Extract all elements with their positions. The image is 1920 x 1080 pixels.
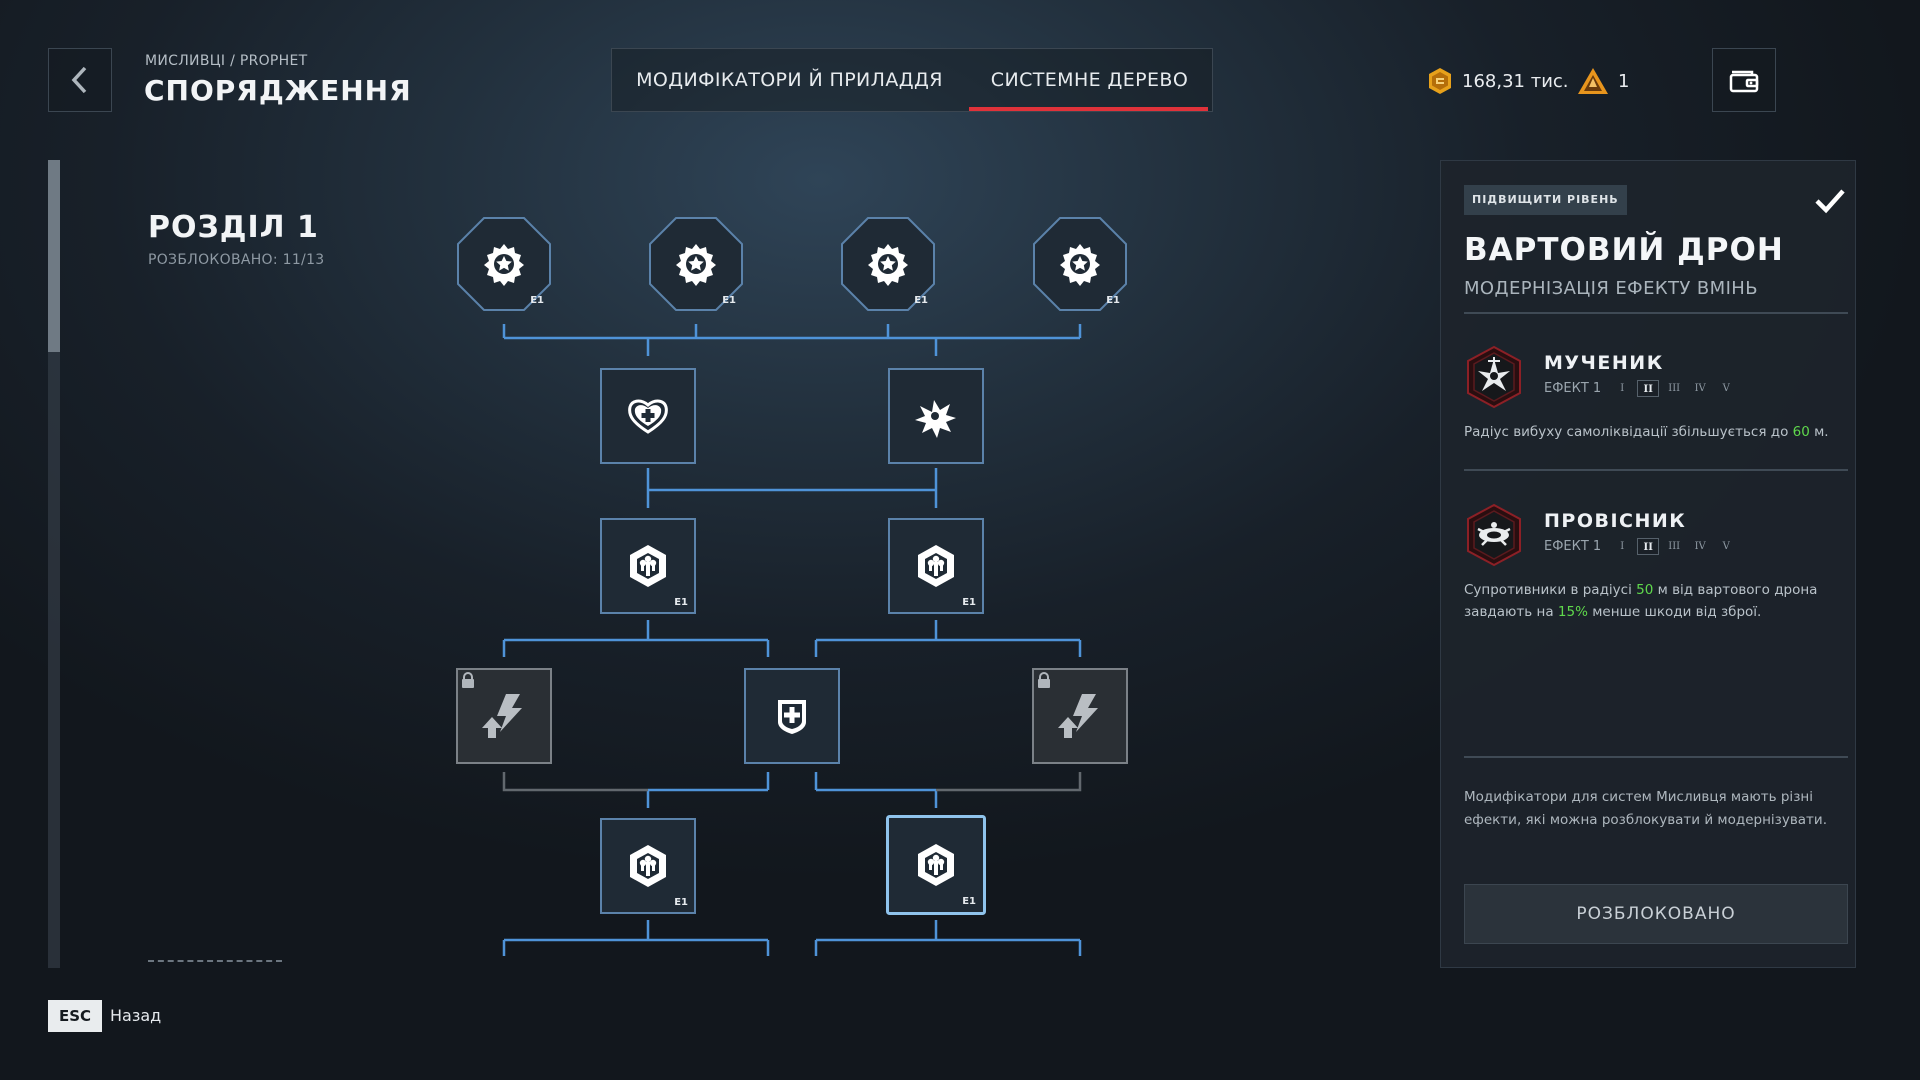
tree-node-r1-1[interactable]: E1	[456, 216, 552, 312]
gear-wrench-icon	[624, 842, 672, 890]
lock-icon	[1037, 672, 1051, 688]
level-2-active: II	[1637, 538, 1660, 555]
unlocked-button[interactable]: РОЗБЛОКОВАНО	[1464, 884, 1848, 944]
tab-bar: МОДИФІКАТОРИ Й ПРИЛАДДЯ СИСТЕМНЕ ДЕРЕВО	[611, 48, 1213, 112]
hunter-token-icon	[1578, 68, 1608, 94]
effect-name: ПРОВІСНИК	[1544, 510, 1687, 532]
desc-text: менше шкоди від зброї.	[1587, 604, 1762, 620]
tier-label: E1	[962, 597, 976, 608]
lightning-upgrade-icon	[1056, 692, 1104, 740]
level-1: I	[1620, 541, 1625, 552]
level-4: IV	[1694, 383, 1706, 394]
breadcrumb: МИСЛИВЦІ / PROPHET	[145, 53, 308, 69]
lightning-upgrade-icon	[480, 692, 528, 740]
desc-value: 15%	[1557, 604, 1588, 620]
back-label[interactable]: Назад	[110, 1006, 162, 1025]
tree-node-r1-4[interactable]: E1	[1032, 216, 1128, 312]
gear-star-icon	[1056, 240, 1104, 288]
section-progress: РОЗБЛОКОВАНО: 11/13	[148, 252, 325, 268]
desc-text: м від вартового дрона завдають на	[1464, 582, 1818, 620]
divider	[1464, 312, 1848, 314]
desc-text: Супротивники в радіусі	[1464, 582, 1637, 598]
credits-amount: 168,31 тис.	[1462, 70, 1569, 92]
tier-label: E1	[962, 896, 976, 907]
item-title: ВАРТОВИЙ ДРОН	[1464, 232, 1784, 268]
tree-node-r5-1[interactable]: E1	[600, 818, 696, 914]
tree-node-r2-1[interactable]	[600, 368, 696, 464]
level-5: V	[1722, 541, 1730, 552]
wallet-button[interactable]	[1712, 48, 1776, 112]
desc-value: 60	[1792, 424, 1810, 440]
section-title: РОЗДІЛ 1	[148, 210, 319, 245]
divider	[1464, 469, 1848, 471]
explosion-icon	[912, 392, 960, 440]
tree-node-r5-2-selected[interactable]: E1	[886, 815, 986, 915]
tree-node-r2-2[interactable]	[888, 368, 984, 464]
gear-wrench-icon	[624, 542, 672, 590]
effect-description: Радіус вибуху самоліквідації збільшуєтьс…	[1464, 421, 1859, 443]
gear-star-icon	[672, 240, 720, 288]
tier-label: E1	[722, 295, 736, 306]
tree-node-r1-2[interactable]: E1	[648, 216, 744, 312]
credits-display: 168,31 тис.	[1426, 64, 1569, 98]
level-1: I	[1620, 383, 1625, 394]
level-3: III	[1668, 541, 1681, 552]
tier-label: E1	[674, 597, 688, 608]
credits-coin-icon	[1429, 68, 1451, 94]
level-2-active: II	[1637, 380, 1660, 397]
effect-levels: ЕФЕКТ 1 I II III IV V	[1544, 380, 1737, 397]
tier-label: E1	[530, 295, 544, 306]
level-4: IV	[1694, 541, 1706, 552]
shield-plus-icon	[768, 692, 816, 740]
martyr-emblem-icon	[1467, 345, 1521, 409]
tab-system-tree[interactable]: СИСТЕМНЕ ДЕРЕВО	[967, 49, 1212, 111]
gear-star-icon	[480, 240, 528, 288]
upgrade-tag: ПІДВИЩИТИ РІВЕНЬ	[1464, 185, 1627, 215]
wallet-icon	[1729, 70, 1759, 93]
checkmark-icon	[1815, 189, 1845, 214]
back-button[interactable]	[48, 48, 112, 112]
panel-footnote: Модифікатори для систем Мисливця мають р…	[1464, 789, 1827, 828]
gear-wrench-icon	[912, 542, 960, 590]
esc-key-hint[interactable]: ESC	[48, 1000, 102, 1032]
tokens-display: 1	[1576, 64, 1629, 98]
tree-node-r3-2[interactable]: E1	[888, 518, 984, 614]
level-5: V	[1722, 383, 1730, 394]
effect-name: МУЧЕНИК	[1544, 352, 1664, 374]
scrollbar-track[interactable]	[48, 160, 60, 968]
tree-node-r4-1-locked[interactable]	[456, 668, 552, 764]
chevron-left-icon	[71, 66, 87, 94]
tier-label: E1	[914, 295, 928, 306]
desc-text: м.	[1809, 424, 1829, 440]
tier-label: E1	[674, 897, 688, 908]
scrollbar-thumb[interactable]	[48, 160, 60, 352]
gear-wrench-icon	[912, 841, 960, 889]
next-section-header	[148, 960, 282, 963]
tree-node-r4-3-locked[interactable]	[1032, 668, 1128, 764]
tab-modifiers[interactable]: МОДИФІКАТОРИ Й ПРИЛАДДЯ	[636, 69, 943, 91]
desc-text: Радіус вибуху самоліквідації збільшуєтьс…	[1464, 424, 1793, 440]
gear-star-icon	[864, 240, 912, 288]
tree-node-r1-3[interactable]: E1	[840, 216, 936, 312]
effect-levels: ЕФЕКТ 1 I II III IV V	[1544, 538, 1737, 555]
heart-plus-icon	[624, 392, 672, 440]
effect-label: ЕФЕКТ 1	[1544, 381, 1602, 396]
lock-icon	[461, 672, 475, 688]
tree-node-r3-1[interactable]: E1	[600, 518, 696, 614]
details-panel	[1440, 160, 1856, 968]
divider	[1464, 756, 1848, 758]
page-title: СПОРЯДЖЕННЯ	[144, 74, 412, 107]
effect-description: Супротивники в радіусі 50 м від вартовог…	[1464, 579, 1859, 623]
tier-label: E1	[1106, 295, 1120, 306]
desc-value: 50	[1636, 582, 1654, 598]
effect-label: ЕФЕКТ 1	[1544, 539, 1602, 554]
level-3: III	[1668, 383, 1681, 394]
tree-node-r4-2[interactable]	[744, 668, 840, 764]
herald-emblem-icon	[1467, 503, 1521, 567]
item-subtitle: МОДЕРНІЗАЦІЯ ЕФЕКТУ ВМІНЬ	[1464, 278, 1758, 299]
tokens-amount: 1	[1618, 70, 1630, 92]
